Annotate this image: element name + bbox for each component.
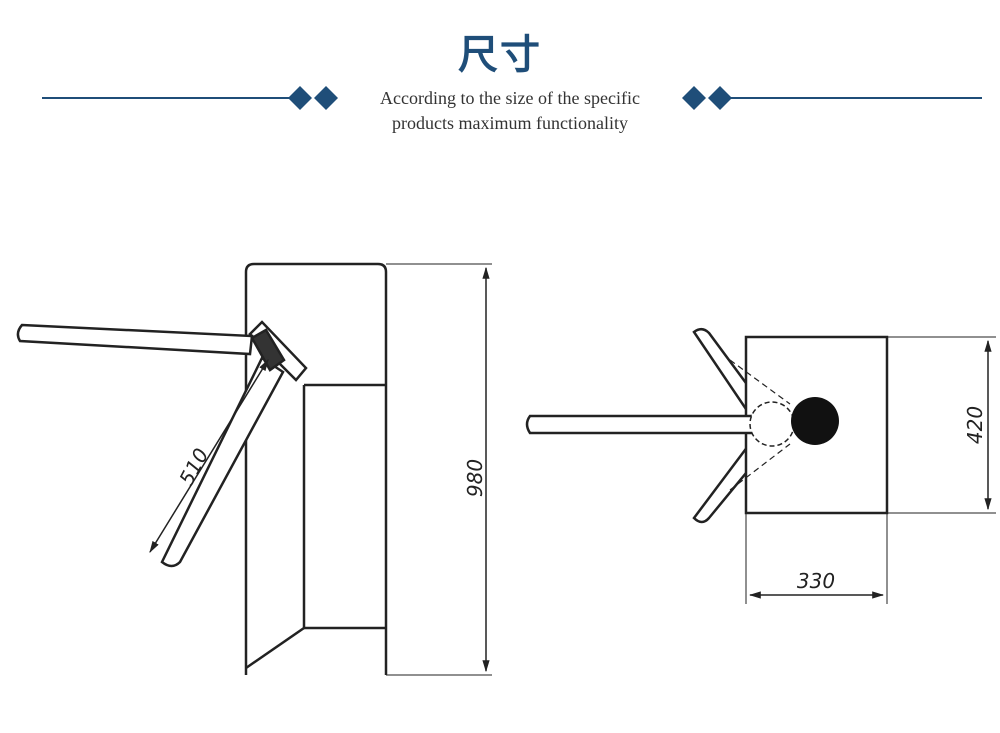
base-diagonal (245, 626, 305, 670)
left-diamond-1 (288, 86, 312, 110)
top-view (525, 328, 996, 604)
right-diamond-2 (708, 86, 732, 110)
right-diamond-1 (682, 86, 706, 110)
height-label: 980 (463, 459, 487, 497)
page-title: 尺寸 (458, 31, 542, 78)
subtitle-line-2: products maximum functionality (392, 113, 628, 133)
depth-label: 420 (963, 406, 987, 444)
hub-dash-2 (729, 443, 791, 491)
horizontal-arm (16, 323, 254, 356)
header-decoration (42, 86, 982, 110)
hub-outline (749, 401, 795, 447)
width-label: 330 (797, 569, 835, 593)
top-arm-straight (525, 414, 764, 435)
reader-dot (791, 397, 839, 445)
arm-dimension-line (149, 358, 269, 554)
side-view (16, 262, 492, 676)
top-arm-lower (692, 444, 762, 524)
hub-dash-1 (729, 359, 791, 405)
left-diamond-2 (314, 86, 338, 110)
header: 尺寸 According to the size of the specific… (0, 0, 1000, 150)
subtitle: According to the size of the specific pr… (345, 86, 675, 136)
subtitle-line-1: According to the size of the specific (380, 88, 640, 108)
